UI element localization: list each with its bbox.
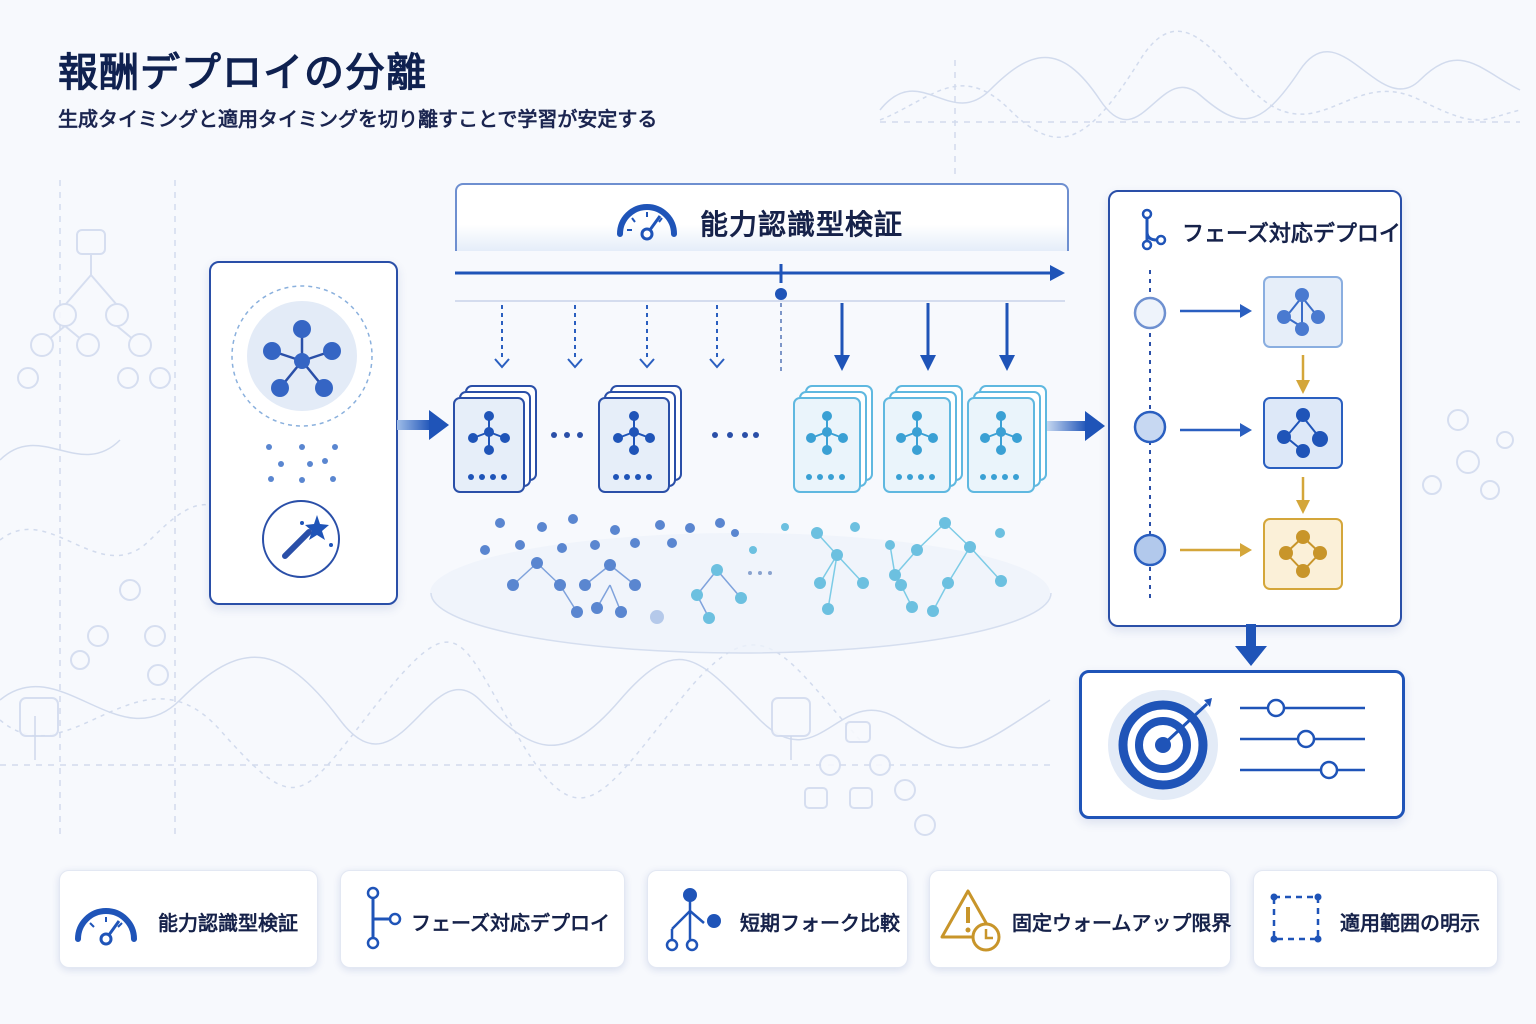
flow-arrow-3: [1235, 624, 1267, 666]
fork-tree-icon: [665, 888, 721, 952]
phase-steps: [1133, 270, 1343, 600]
target-tuning-graphic: [1108, 690, 1365, 800]
target-icon: [1118, 698, 1212, 790]
legend-item-capability-verification: 能力認識型検証: [59, 870, 318, 968]
verification-timeline: [455, 264, 1065, 375]
legend-item-scope: 適用範囲の明示: [1253, 870, 1498, 968]
branch-icon: [366, 886, 402, 950]
flow-arrow-1: [397, 410, 449, 440]
legend-label: 能力認識型検証: [158, 911, 298, 935]
page-title: 報酬デプロイの分離: [58, 50, 427, 96]
legend-label: 固定ウォームアップ限界: [1012, 911, 1232, 935]
legend-label: 適用範囲の明示: [1340, 911, 1480, 935]
verification-header: [455, 183, 1069, 251]
legend-item-short-fork: 短期フォーク比較: [647, 870, 908, 968]
target-tuning-panel: [1079, 670, 1405, 819]
dashed-square-icon: [1270, 893, 1322, 943]
warning-clock-icon: [940, 889, 1001, 952]
legend-item-phase-deploy: フェーズ対応デプロイ: [340, 870, 625, 968]
page-subtitle: 生成タイミングと適用タイミングを切り離すことで学習が安定する: [58, 107, 658, 131]
verification-title: 能力認識型検証: [700, 208, 904, 241]
legend-item-fixed-warmup: 固定ウォームアップ限界: [929, 870, 1231, 968]
reward-card-stacks: [453, 385, 1047, 493]
reward-generator-graphic: [231, 285, 373, 578]
legend-label: 短期フォーク比較: [740, 911, 900, 935]
flow-arrow-2: [1047, 411, 1105, 441]
branch-icon: [1141, 208, 1167, 251]
magic-wand-icon: [282, 515, 333, 559]
gauge-icon: [75, 908, 137, 946]
phase-deploy-title: フェーズ対応デプロイ: [1182, 222, 1401, 247]
gauge-icon: [617, 204, 677, 241]
reward-node-cloud: [430, 514, 1052, 654]
legend-label: フェーズ対応デプロイ: [411, 911, 610, 935]
